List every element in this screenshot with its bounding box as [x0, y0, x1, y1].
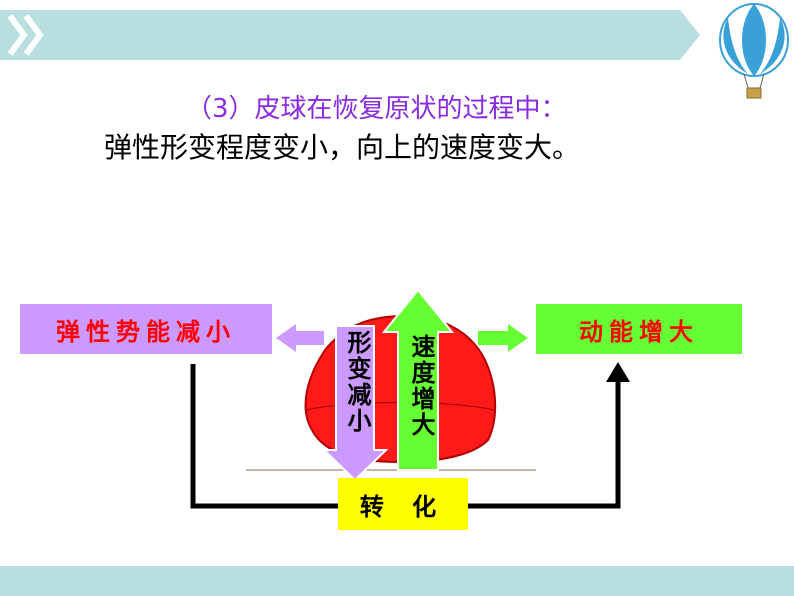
hot-air-balloon-icon: [719, 3, 789, 99]
process-heading: （3）皮球在恢复原状的过程中：: [186, 94, 567, 124]
kinetic-energy-box: 动能增大: [536, 304, 742, 354]
right-arrow: [478, 324, 528, 352]
header-band: [0, 10, 700, 60]
footer-band: [0, 566, 794, 596]
double-chevron-right-icon: [7, 14, 44, 56]
up-arrow: [381, 288, 455, 471]
deformation-label: 形变减小: [343, 330, 371, 434]
speed-label: 速度增大: [407, 334, 435, 438]
down-arrow: [321, 325, 389, 482]
elastic-energy-box: 弹性势能减小: [20, 304, 272, 354]
conversion-box: 转 化: [338, 478, 468, 530]
left-arrow: [276, 324, 324, 352]
connector-arrowhead: [606, 362, 630, 382]
process-description: 弹性形变程度变小，向上的速度变大。: [104, 131, 581, 164]
conversion-connector: [190, 364, 338, 509]
